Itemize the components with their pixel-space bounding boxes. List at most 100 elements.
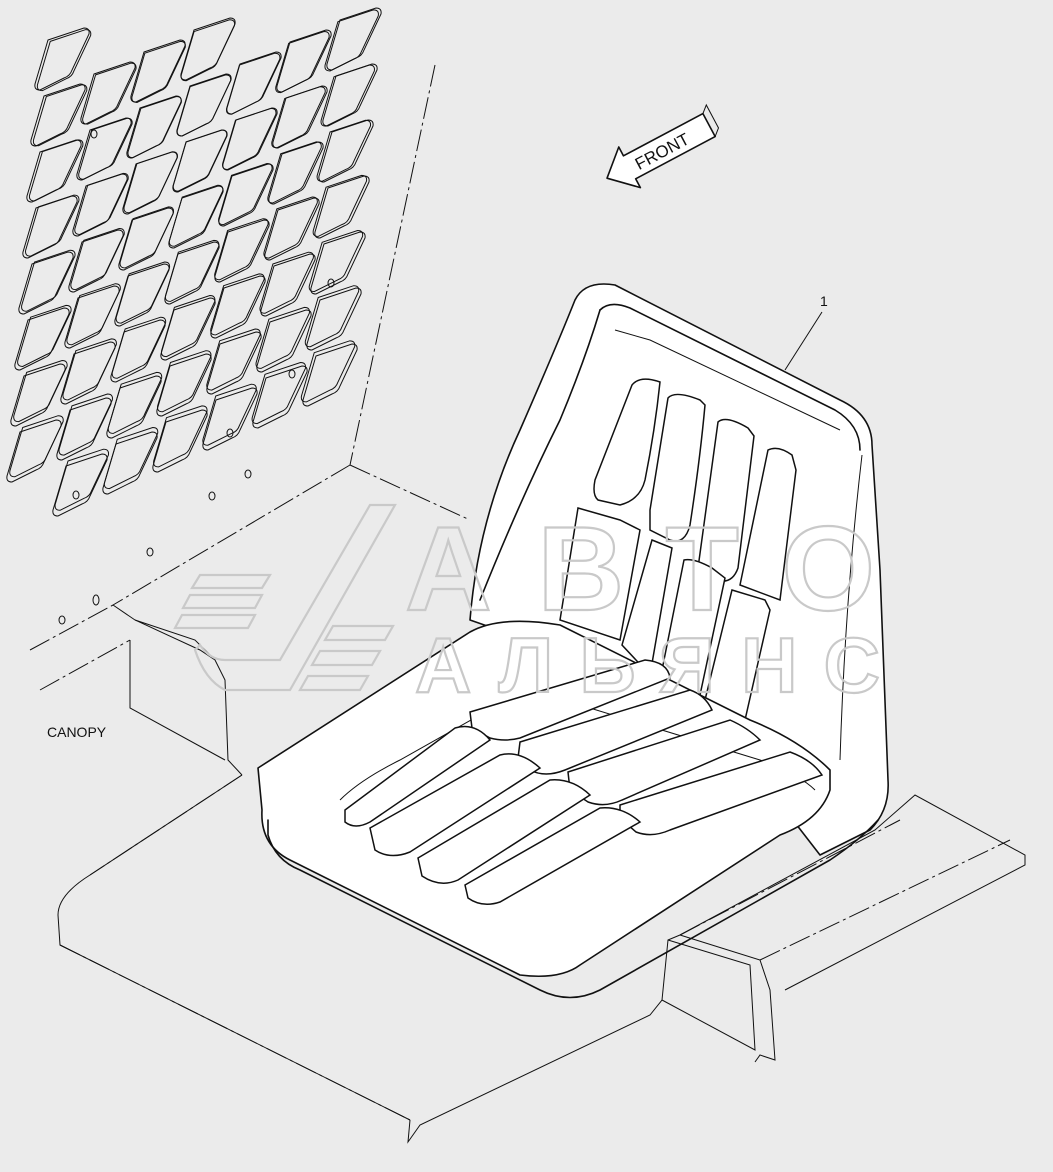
mesh-opening-inner	[21, 249, 76, 312]
mesh-opening	[56, 397, 112, 461]
front-direction-arrow: FRONT	[606, 103, 720, 189]
mesh-opening-inner	[180, 19, 236, 82]
mesh-opening-inner	[70, 228, 125, 291]
mesh-opening-inner	[153, 405, 208, 468]
mesh-opening-inner	[324, 9, 379, 72]
mesh-opening-inner	[271, 86, 326, 149]
mesh-opening	[318, 119, 374, 183]
mesh-opening	[202, 387, 258, 451]
mesh-opening-inner	[115, 261, 171, 324]
mesh-opening	[106, 375, 162, 439]
mesh-opening	[310, 231, 366, 295]
mesh-opening	[80, 61, 136, 125]
mesh-opening	[68, 229, 124, 293]
mesh-opening-inner	[131, 40, 186, 103]
mesh-opening	[26, 139, 82, 203]
mesh-opening-inner	[28, 139, 84, 202]
mesh-opening-inner	[308, 230, 364, 293]
canopy-label: CANOPY	[47, 724, 107, 740]
mesh-opening	[156, 353, 212, 417]
mesh-opening-inner	[312, 174, 368, 237]
mesh-opening	[276, 29, 332, 93]
mesh-opening	[222, 107, 278, 171]
mesh-opening-inner	[17, 304, 72, 367]
mesh-opening-inner	[127, 96, 182, 159]
mesh-opening-inner	[82, 62, 137, 125]
mesh-opening-inner	[222, 107, 277, 170]
mesh-opening	[164, 241, 220, 305]
mesh-opening-inner	[164, 239, 220, 302]
mesh-opening	[152, 409, 208, 473]
mesh-opening-inner	[176, 74, 232, 137]
mesh-opening-inner	[103, 427, 159, 490]
mesh-opening-inner	[214, 218, 269, 281]
mesh-opening-inner	[58, 393, 113, 456]
operator-seat	[257, 283, 889, 999]
mesh-opening	[268, 141, 324, 205]
mesh-opening-inner	[9, 415, 64, 478]
mesh-opening-inner	[160, 295, 216, 358]
mesh-opening-inner	[62, 338, 117, 401]
mesh-opening-inner	[267, 141, 322, 204]
mesh-opening-inner	[168, 184, 224, 247]
mesh-opening	[10, 363, 66, 427]
mesh-opening-inner	[107, 371, 163, 434]
mesh-opening-inner	[316, 119, 372, 182]
mesh-opening	[214, 219, 270, 283]
watermark-emblem	[173, 503, 397, 692]
mesh-opening	[14, 307, 70, 371]
mesh-opening-inner	[225, 52, 281, 115]
mesh-opening-inner	[157, 350, 212, 413]
mesh-opening-inner	[275, 31, 330, 94]
mesh-opening	[72, 173, 128, 237]
mesh-opening	[168, 185, 224, 249]
mesh-opening-inner	[172, 129, 228, 192]
mesh-opening-inner	[54, 448, 110, 511]
mesh-opening	[76, 117, 132, 181]
mesh-opening-inner	[202, 383, 257, 446]
mesh-opening-inner	[218, 163, 273, 226]
mesh-opening-inner	[320, 64, 375, 127]
mesh-opening-inner	[119, 206, 175, 269]
mesh-opening	[218, 163, 274, 227]
mesh-opening-inner	[123, 151, 178, 214]
mesh-opening-inner	[259, 251, 314, 314]
mesh-opening-inner	[304, 285, 360, 348]
mesh-opening	[60, 341, 116, 405]
mesh-opening-inner	[78, 117, 133, 180]
mesh-opening-inner	[210, 273, 265, 336]
mesh-opening	[6, 419, 62, 483]
mesh-opening-inner	[36, 29, 92, 92]
mesh-opening-inner	[263, 196, 318, 259]
mesh-opening	[252, 365, 308, 429]
mesh-opening-inner	[32, 84, 88, 147]
callout-1: 1	[820, 293, 828, 309]
mesh-opening	[260, 253, 316, 317]
mesh-opening-inner	[255, 306, 310, 369]
mesh-opening	[226, 51, 282, 115]
mesh-opening	[64, 285, 120, 349]
mesh-opening-inner	[206, 328, 261, 391]
mesh-opening	[264, 197, 320, 261]
mesh-opening	[52, 453, 108, 517]
mesh-opening	[18, 251, 74, 315]
mesh-opening	[34, 27, 90, 91]
mesh-opening	[110, 319, 166, 383]
mesh-opening	[30, 83, 86, 147]
mesh-opening	[160, 297, 216, 361]
mesh-opening	[130, 39, 186, 103]
mesh-opening	[322, 63, 378, 127]
mesh-opening	[118, 207, 174, 271]
mesh-opening	[272, 85, 328, 149]
mesh-opening-inner	[74, 172, 129, 235]
mesh-opening	[114, 263, 170, 327]
mesh-opening	[306, 287, 362, 351]
mesh-opening-inner	[66, 283, 121, 346]
mesh-opening	[22, 195, 78, 259]
mesh-opening	[102, 431, 158, 495]
mesh-opening-inner	[111, 316, 167, 379]
mesh-opening-inner	[300, 340, 356, 403]
mesh-opening-inner	[251, 362, 307, 425]
